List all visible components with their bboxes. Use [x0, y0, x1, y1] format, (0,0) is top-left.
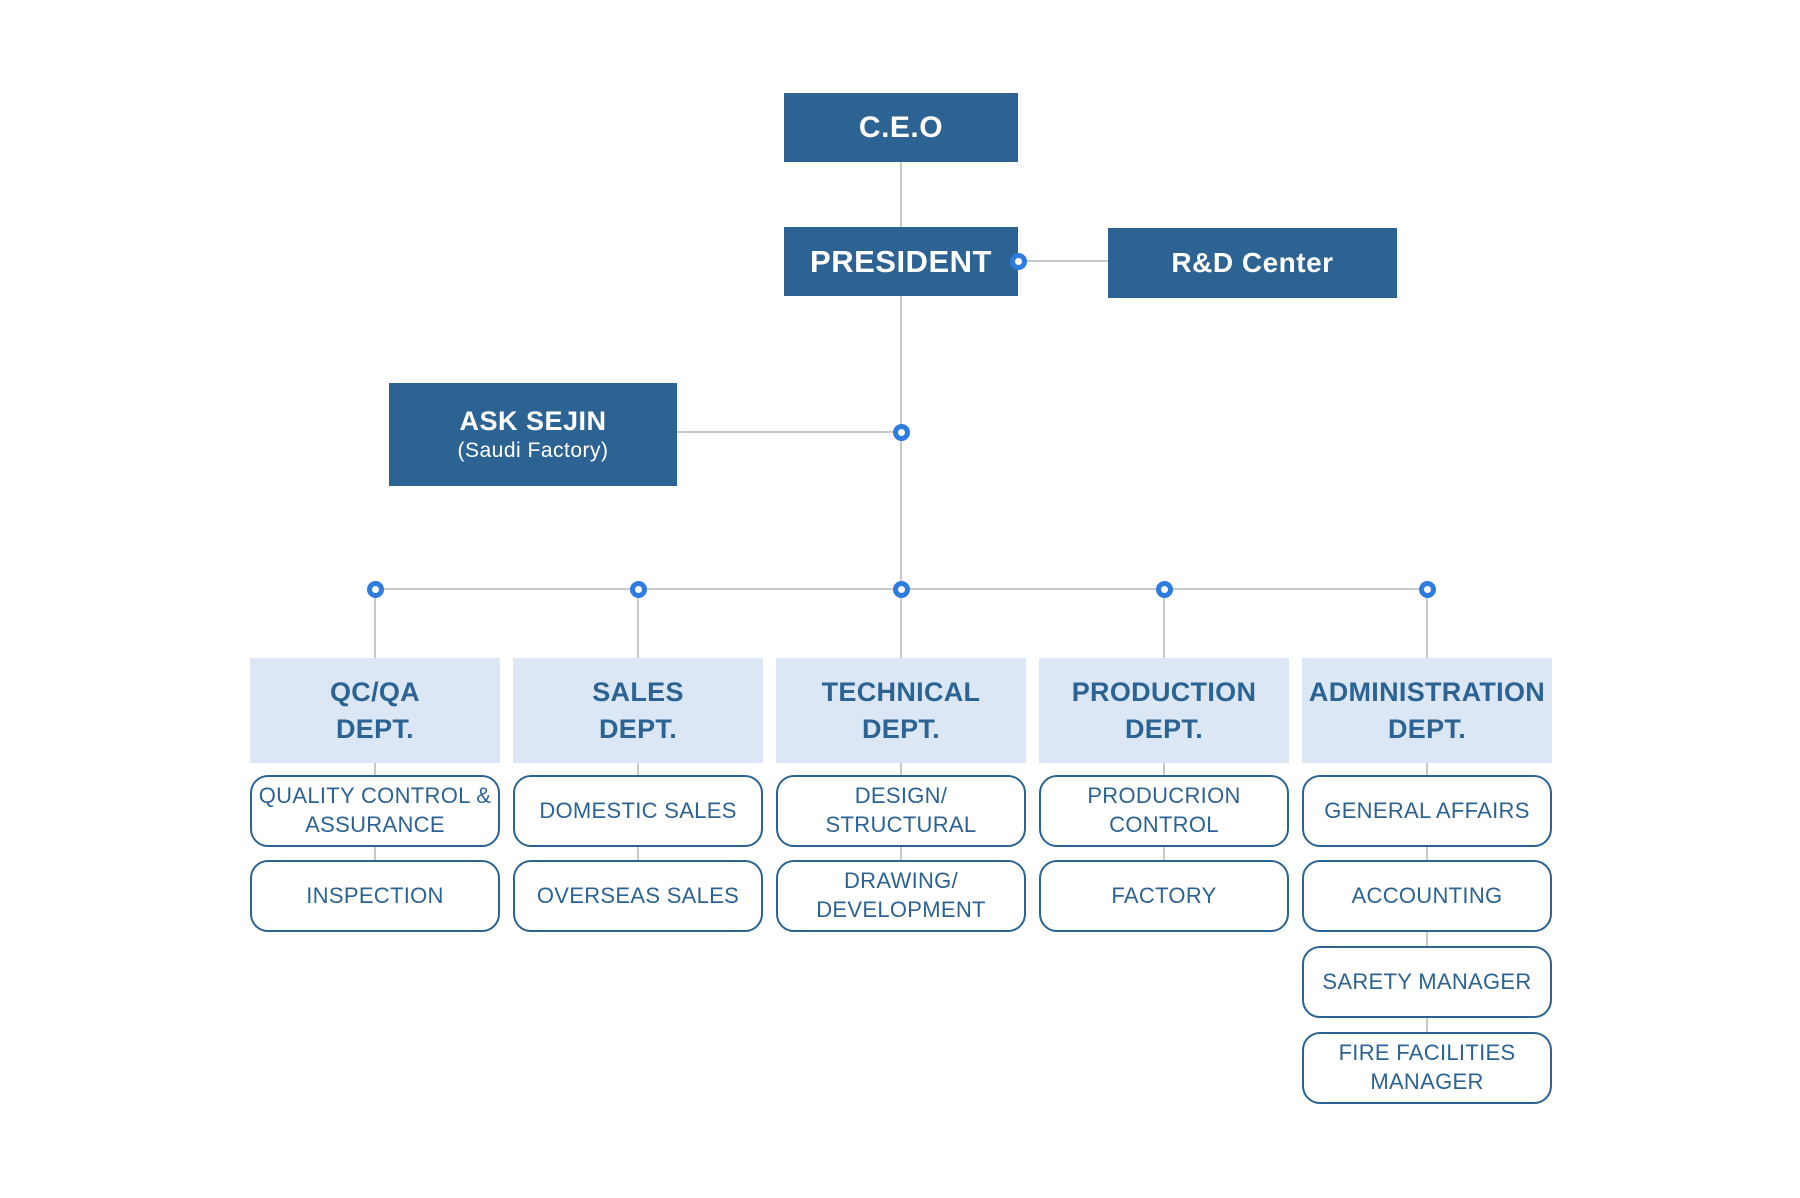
dept-item-inspection: INSPECTION — [250, 860, 500, 932]
connector-line — [374, 847, 376, 860]
connector-line — [1426, 1018, 1428, 1032]
connector-line — [900, 589, 902, 658]
dept-item-design-structural: DESIGN/ STRUCTURAL — [776, 775, 1026, 847]
connector-dot — [367, 581, 384, 598]
connector-line — [1163, 763, 1165, 775]
dept-item-general-affairs: GENERAL AFFAIRS — [1302, 775, 1552, 847]
connector-dot — [630, 581, 647, 598]
dept-header-technical: TECHNICAL DEPT. — [776, 658, 1026, 763]
node-ceo: C.E.O — [784, 93, 1018, 162]
connector-dot — [893, 424, 910, 441]
connector-line — [900, 162, 902, 227]
connector-line — [900, 847, 902, 860]
node-rd-center: R&D Center — [1108, 228, 1397, 298]
ask-sejin-title: ASK SEJIN — [459, 405, 607, 436]
node-president: PRESIDENT — [784, 227, 1018, 296]
connector-line — [1426, 763, 1428, 775]
dept-item-production-control: PRODUCRION CONTROL — [1039, 775, 1289, 847]
connector-line — [900, 763, 902, 775]
connector-line — [637, 763, 639, 775]
connector-dot — [1010, 253, 1027, 270]
dept-item-quality-control: QUALITY CONTROL & ASSURANCE — [250, 775, 500, 847]
ask-sejin-subtitle: (Saudi Factory) — [457, 439, 609, 463]
dept-item-drawing-development: DRAWING/ DEVELOPMENT — [776, 860, 1026, 932]
connector-line — [1163, 847, 1165, 860]
connector-line — [1426, 589, 1428, 658]
connector-line — [677, 431, 901, 433]
connector-line — [637, 847, 639, 860]
dept-item-fire-facilities-manager: FIRE FACILITIES MANAGER — [1302, 1032, 1552, 1104]
connector-line — [637, 589, 639, 658]
connector-line — [1163, 589, 1165, 658]
connector-dot — [893, 581, 910, 598]
node-ask-sejin: ASK SEJIN (Saudi Factory) — [389, 383, 677, 486]
dept-item-accounting: ACCOUNTING — [1302, 860, 1552, 932]
connector-dot — [1419, 581, 1436, 598]
dept-item-overseas-sales: OVERSEAS SALES — [513, 860, 763, 932]
dept-header-administration: ADMINISTRATION DEPT. — [1302, 658, 1552, 763]
dept-header-production: PRODUCTION DEPT. — [1039, 658, 1289, 763]
connector-line — [1426, 847, 1428, 860]
connector-line — [1018, 260, 1108, 262]
dept-item-domestic-sales: DOMESTIC SALES — [513, 775, 763, 847]
dept-item-safety-manager: SARETY MANAGER — [1302, 946, 1552, 1018]
dept-header-sales: SALES DEPT. — [513, 658, 763, 763]
connector-line — [900, 296, 902, 588]
dept-item-factory: FACTORY — [1039, 860, 1289, 932]
connector-line — [374, 763, 376, 775]
dept-header-qcqa: QC/QA DEPT. — [250, 658, 500, 763]
connector-line — [1426, 932, 1428, 946]
connector-line — [374, 589, 376, 658]
connector-dot — [1156, 581, 1173, 598]
